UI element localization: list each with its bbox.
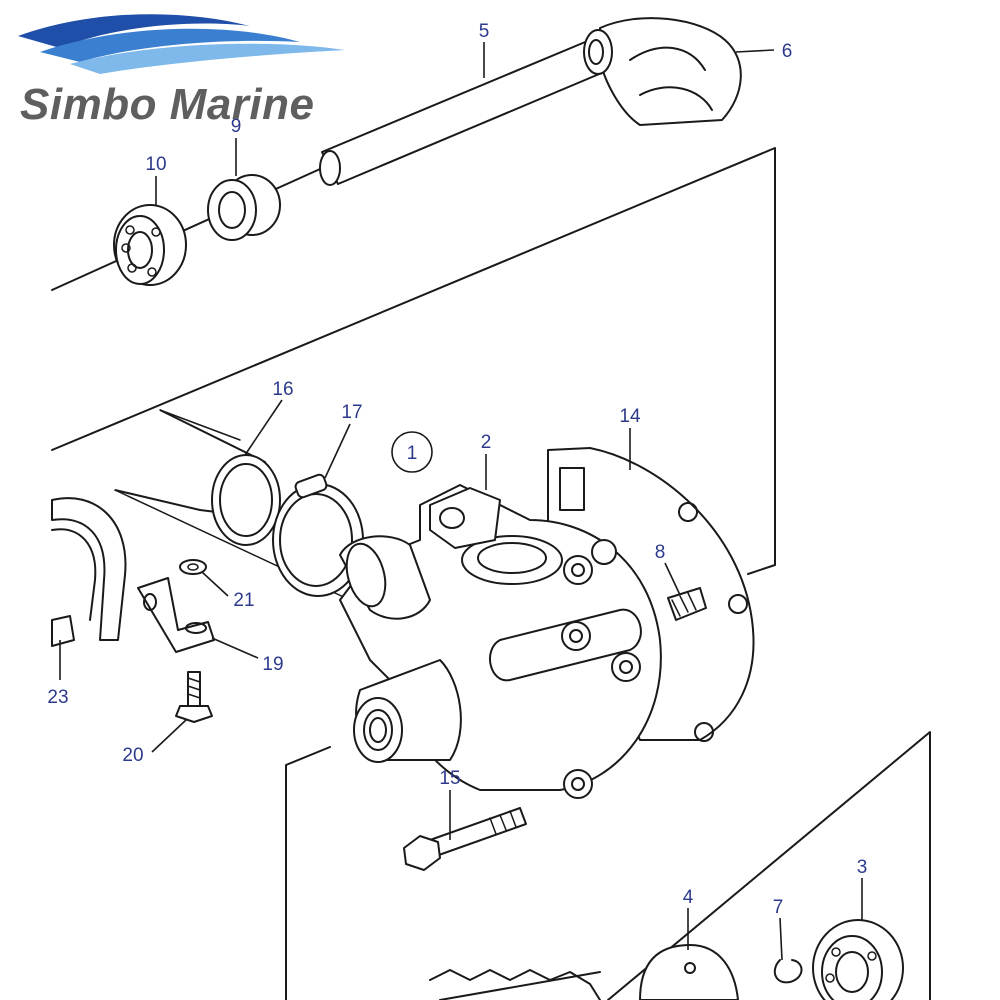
bolt-part-15 xyxy=(403,807,527,871)
stud-part-8 xyxy=(667,587,707,621)
cover-part-4 xyxy=(639,944,739,1000)
washer-part-21 xyxy=(179,559,207,575)
seal-part-9 xyxy=(207,174,281,241)
impeller-part-6 xyxy=(583,17,742,126)
shaft-part-5 xyxy=(319,39,605,186)
bracket-part-19 xyxy=(137,577,215,653)
callout-10: 10 xyxy=(145,154,166,175)
callout-17: 17 xyxy=(341,402,362,423)
callout-19: 19 xyxy=(262,654,283,675)
clamp-part-23 xyxy=(51,497,127,647)
bearing-part-3 xyxy=(812,919,904,1000)
callout-6: 6 xyxy=(782,41,793,62)
callout-23: 23 xyxy=(47,687,68,708)
leader-lines xyxy=(59,42,863,961)
brand-wave-logo xyxy=(18,14,345,74)
callout-labels: 1 2 3 4 5 6 7 8 9 10 14 15 16 17 19 20 2… xyxy=(47,21,867,918)
belt-edge xyxy=(429,969,601,1000)
callout-7: 7 xyxy=(773,897,784,918)
callout-15: 15 xyxy=(439,768,460,789)
callout-16: 16 xyxy=(272,379,293,400)
callout-9: 9 xyxy=(231,116,242,137)
callout-2: 2 xyxy=(481,432,492,453)
brand-name: Simbo Marine xyxy=(20,80,315,129)
callout-1: 1 xyxy=(407,443,418,464)
hose-part-16 xyxy=(114,409,283,546)
callout-14: 14 xyxy=(619,406,641,427)
bolt-part-20 xyxy=(175,671,213,723)
reference-circle-1 xyxy=(391,431,433,473)
callout-20: 20 xyxy=(122,745,143,766)
callout-3: 3 xyxy=(857,857,868,878)
callout-8: 8 xyxy=(655,542,666,563)
callout-4: 4 xyxy=(683,887,694,908)
hose-clamp-part-17 xyxy=(272,473,364,597)
callout-21: 21 xyxy=(233,590,254,611)
boundary-lines xyxy=(51,147,931,1000)
clip-part-7 xyxy=(773,959,803,984)
pump-housing-part-2 xyxy=(339,447,755,799)
bearing-part-10 xyxy=(113,204,187,286)
callout-5: 5 xyxy=(479,21,490,42)
